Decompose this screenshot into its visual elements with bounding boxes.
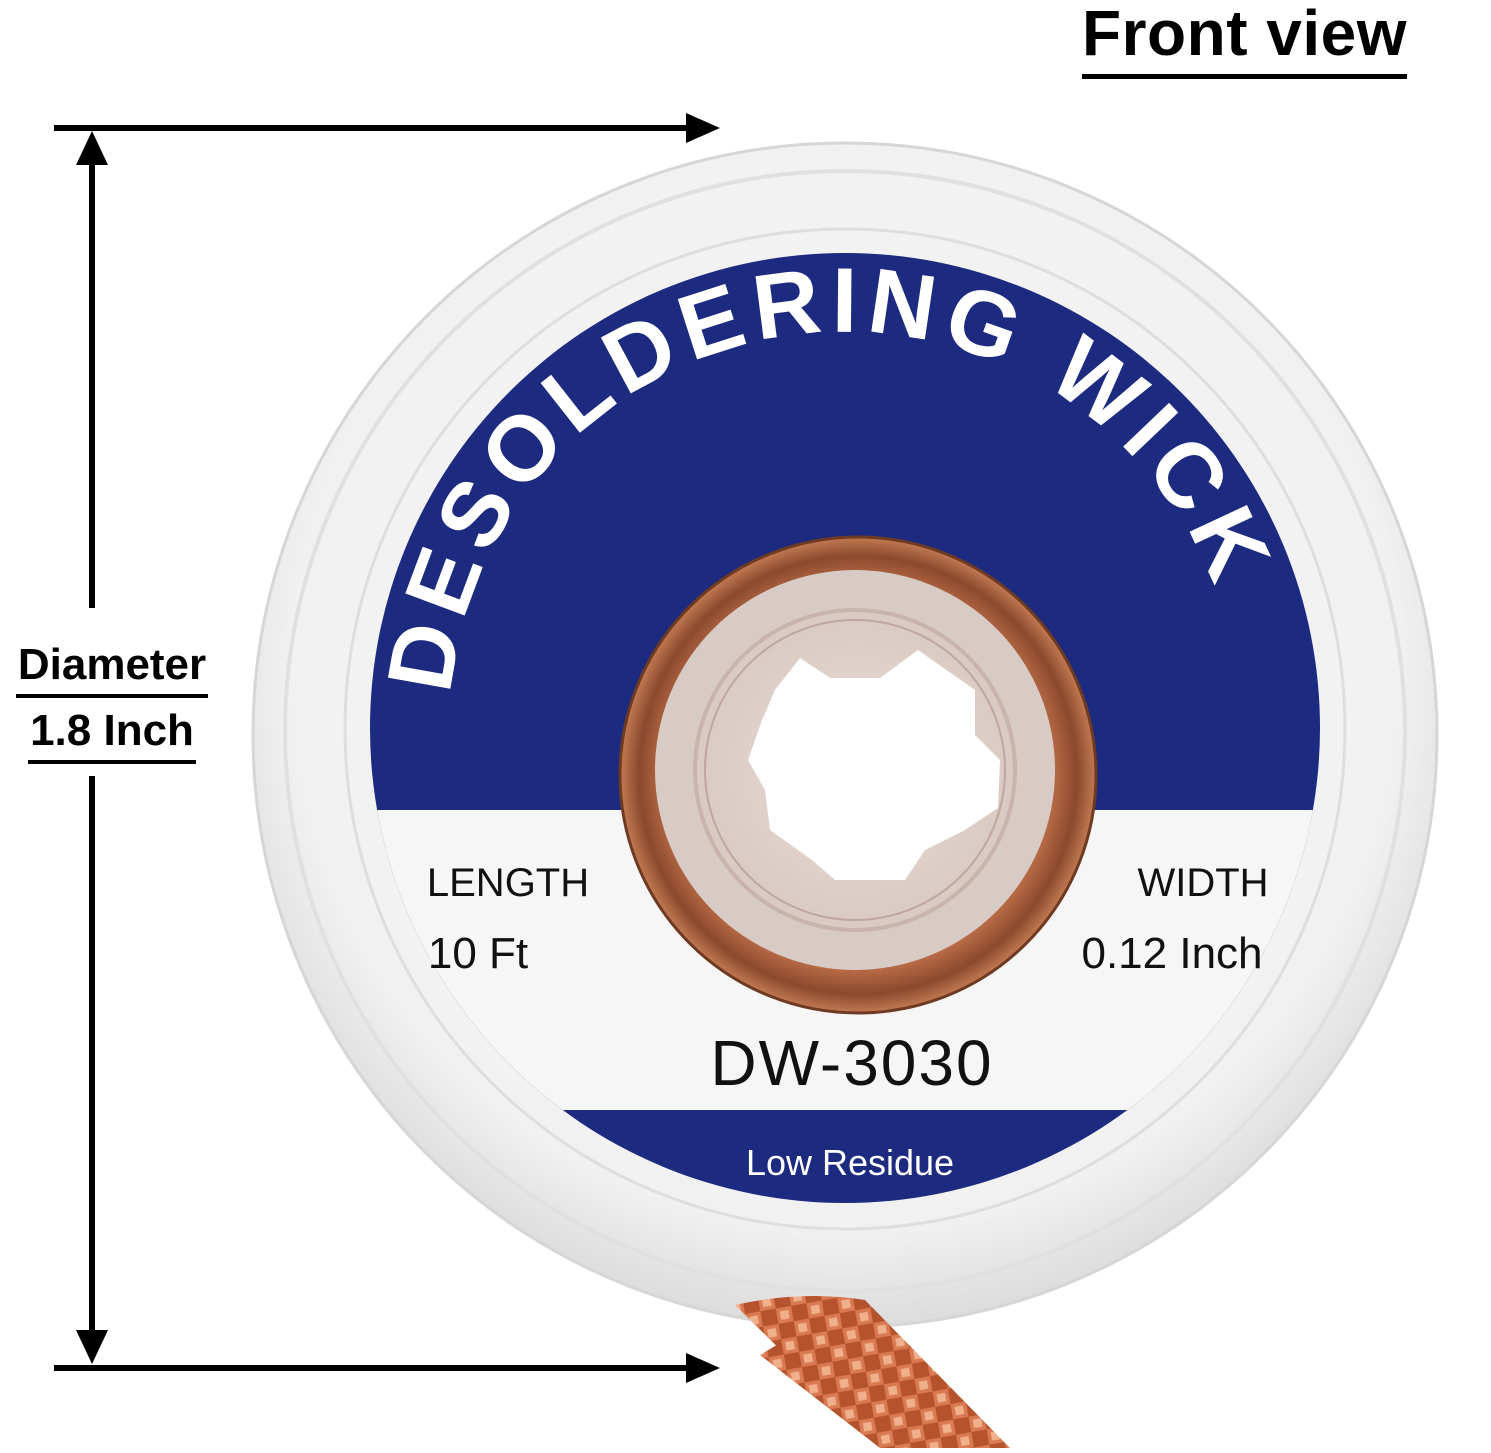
width-value: 0.12 Inch	[1081, 929, 1262, 978]
dimension-lines	[54, 113, 720, 1383]
diameter-label: Diameter 1.8 Inch	[4, 636, 220, 764]
length-value: 10 Ft	[428, 929, 528, 978]
hub-cross-opening	[748, 650, 1000, 880]
model-number: DW-3030	[710, 1027, 993, 1099]
view-title: Front view	[1082, 0, 1408, 79]
diameter-label-line1: Diameter	[15, 636, 209, 698]
length-label: LENGTH	[427, 861, 589, 905]
width-label: WIDTH	[1137, 861, 1268, 905]
tagline: Low Residue	[746, 1142, 954, 1183]
spool-hub	[618, 535, 1098, 1015]
diameter-label-line2: 1.8 Inch	[28, 702, 196, 764]
